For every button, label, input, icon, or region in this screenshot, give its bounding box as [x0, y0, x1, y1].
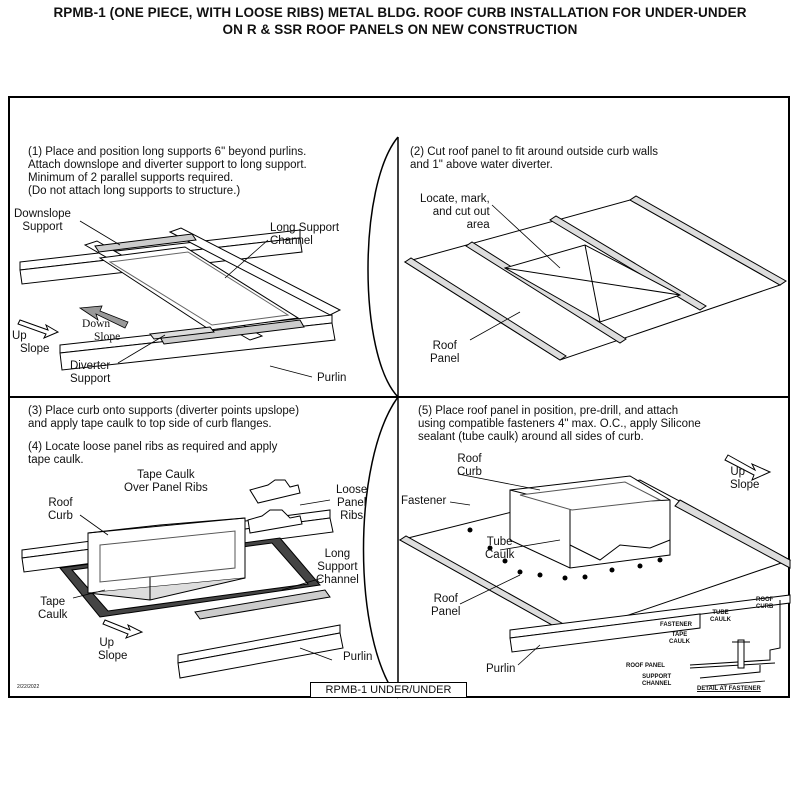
diverter-support-bar: [159, 319, 305, 345]
label-tube-caulk: Tube Caulk: [485, 536, 515, 561]
detail-label-support-channel: SUPPORT CHANNEL: [642, 674, 672, 687]
detail-label-tube-caulk: TUBE CAULK: [710, 610, 731, 623]
divider-arc-bottom: [362, 396, 399, 699]
label-up-slope-1: Up Slope: [12, 330, 50, 355]
label-roof-panel-2: Roof Panel: [430, 340, 460, 365]
label-downslope-support: Downslope Support: [14, 208, 71, 233]
long-support-channel-b: [168, 227, 342, 316]
label-roof-curb-4: Roof Curb: [48, 497, 73, 522]
loose-rib-bottom: [247, 509, 303, 534]
title-line-1: RPMB-1 (ONE PIECE, WITH LOOSE RIBS) META…: [53, 5, 747, 20]
step5-instructions: (5) Place roof panel in position, pre-dr…: [418, 405, 701, 444]
step2-line: and 1" above water diverter.: [410, 159, 553, 171]
step3-line: and apply tape caulk to top side of curb…: [28, 418, 272, 430]
step1-line: (1) Place and position long supports 6" …: [28, 146, 307, 158]
long-support-channel-4: [194, 589, 331, 620]
divider-arc-top: [367, 136, 399, 398]
step1-line: (Do not attach long supports to structur…: [28, 185, 241, 197]
page-title: RPMB-1 (ONE PIECE, WITH LOOSE RIBS) META…: [0, 4, 800, 38]
step1-drawing: [19, 227, 342, 371]
label-long-support-channel-4: Long Support Channel: [316, 548, 359, 586]
down-slope-arrow-1: [78, 305, 129, 329]
label-purlin-5: Purlin: [486, 663, 516, 675]
step1-line: Minimum of 2 parallel supports required.: [28, 172, 234, 184]
label-purlin-1: Purlin: [317, 372, 347, 384]
fastener-dots: [467, 527, 663, 581]
detail-caption: DETAIL AT FASTENER: [697, 686, 761, 692]
step3-instructions: (3) Place curb onto supports (diverter p…: [28, 405, 299, 431]
step2-line: (2) Cut roof panel to fit around outside…: [410, 146, 659, 158]
label-roof-panel-5: Roof Panel: [431, 593, 461, 618]
title-line-2: ON R & SSR ROOF PANELS ON NEW CONSTRUCTI…: [222, 22, 578, 37]
label-locate-cutout: Locate, mark, and cut out area: [420, 193, 490, 231]
label-fastener: Fastener: [401, 495, 447, 507]
label-tape-caulk-over-ribs: Tape Caulk Over Panel Ribs: [124, 469, 208, 494]
step3-line: (3) Place curb onto supports (diverter p…: [28, 405, 300, 417]
label-roof-curb-5: Roof Curb: [457, 453, 482, 478]
document-date: 2/22/2022: [17, 684, 40, 690]
detail-label-fastener: FASTENER: [660, 622, 693, 628]
step5-line: sealant (tube caulk) around all sides of…: [418, 431, 644, 443]
label-down-slope: Down Slope: [82, 318, 121, 343]
step4-instructions: (4) Locate loose panel ribs as required …: [28, 441, 277, 467]
up-slope-arrow-5: [724, 454, 772, 481]
label-up-slope-5: Up Slope: [730, 466, 760, 491]
step4-drawing: [21, 479, 344, 679]
detail-label-tape-caulk: TAPE CAULK: [669, 632, 690, 645]
step5-line: (5) Place roof panel in position, pre-dr…: [418, 405, 679, 417]
detail-label-roof-panel: ROOF PANEL: [626, 663, 665, 669]
step4-line: (4) Locate loose panel ribs as required …: [28, 441, 278, 453]
step1-line: Attach downslope and diverter support to…: [28, 159, 307, 171]
drawing-id-box: RPMB-1 UNDER/UNDER: [310, 682, 467, 698]
label-purlin-4: Purlin: [343, 651, 373, 663]
label-long-support-channel: Long Support Channel: [270, 222, 340, 247]
label-up-slope-4: Up Slope: [98, 637, 128, 662]
purlin-5: [509, 594, 791, 639]
step5-line: using compatible fasteners 4" max. O.C.,…: [418, 418, 701, 430]
downslope-support-bar: [94, 233, 197, 253]
detail-at-fastener: [689, 600, 781, 687]
step1-instructions: (1) Place and position long supports 6" …: [28, 146, 307, 198]
detail-label-roof-curb: ROOF CURB: [756, 597, 774, 610]
label-diverter-support: Diverter Support: [70, 360, 111, 385]
label-tape-caulk: Tape Caulk: [38, 596, 68, 621]
up-slope-arrow-1: [17, 319, 60, 339]
label-loose-panel-ribs: Loose Panel Ribs: [336, 484, 368, 522]
up-slope-arrow-4: [102, 619, 144, 639]
step2-drawing: [403, 195, 787, 361]
loose-rib-top: [249, 479, 301, 504]
step2-instructions: (2) Cut roof panel to fit around outside…: [410, 146, 658, 172]
step5-drawing: [398, 475, 792, 653]
step4-line: tape caulk.: [28, 454, 84, 466]
